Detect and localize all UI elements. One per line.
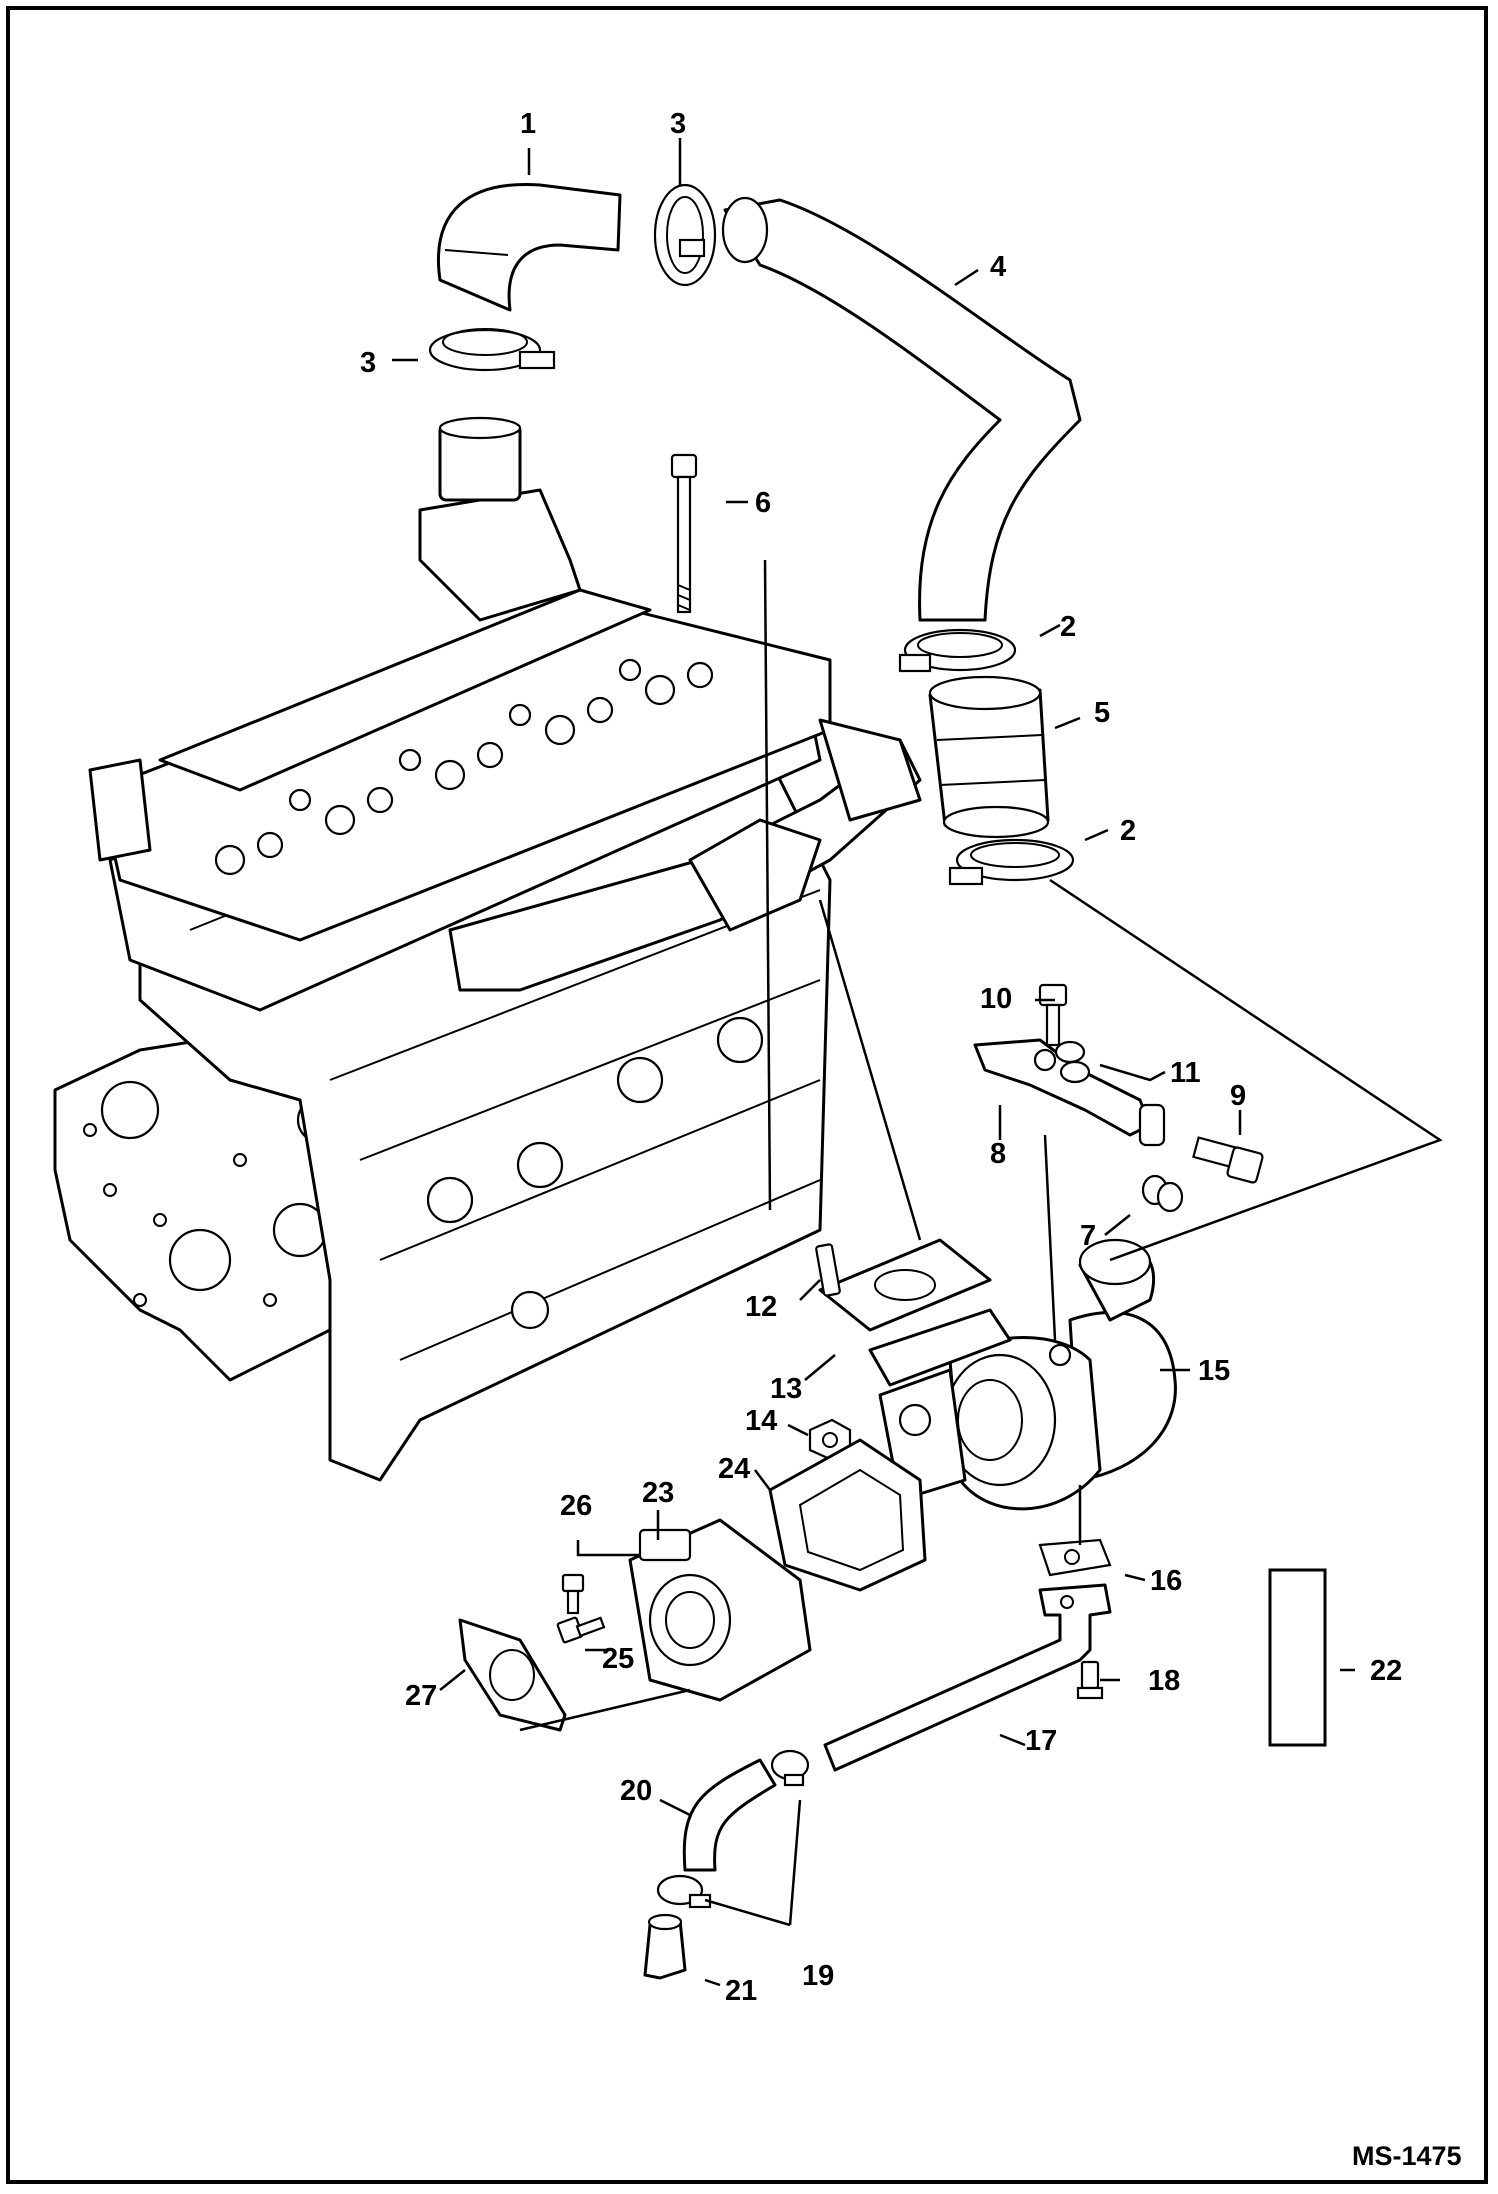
callout-8: 8 xyxy=(990,1138,1006,1170)
bolt-6-icon xyxy=(670,453,698,614)
callout-15: 15 xyxy=(1198,1355,1230,1387)
leader-lines xyxy=(392,138,1443,1987)
hose-clamp-19a-icon xyxy=(770,1749,810,1787)
callout-6: 6 xyxy=(755,487,771,519)
bolt-25-icon xyxy=(556,1616,606,1644)
gasket-24-icon xyxy=(768,1438,927,1592)
callout-18: 18 xyxy=(1148,1665,1180,1697)
hose-clamp-19b-icon xyxy=(656,1874,712,1909)
banjo-bolt-9-icon xyxy=(1192,1136,1264,1184)
callout-4: 4 xyxy=(990,251,1006,283)
oil-return-flange-16-icon xyxy=(1038,1538,1112,1577)
callout-13: 13 xyxy=(770,1373,802,1405)
stud-12-icon xyxy=(815,1243,841,1297)
callout-27: 27 xyxy=(405,1680,437,1712)
callout-11: 11 xyxy=(1170,1057,1201,1089)
oil-return-pipe-17-icon xyxy=(823,1583,1112,1772)
gasket-13-icon xyxy=(818,1238,1012,1387)
hose-clamp-2a-icon xyxy=(898,628,1017,673)
callout-23: 23 xyxy=(642,1477,674,1509)
callout-20: 20 xyxy=(620,1775,652,1807)
oil-feed-pipe-icon xyxy=(973,1038,1166,1147)
callout-1: 1 xyxy=(520,108,536,140)
callout-14: 14 xyxy=(745,1405,777,1437)
fitting-21-icon xyxy=(643,1913,687,1980)
turbo-inlet-hose-icon xyxy=(721,196,1082,622)
callout-3b: 3 xyxy=(360,347,376,379)
exhaust-elbow-23-icon xyxy=(628,1518,812,1702)
bolt-26-icon xyxy=(561,1573,585,1615)
bolt-10-icon xyxy=(1038,983,1068,1047)
intake-elbow-hose-icon xyxy=(437,182,622,312)
callout-22: 22 xyxy=(1370,1655,1402,1687)
figure-id: MS-1475 xyxy=(1352,2141,1462,2171)
gasket-27-icon xyxy=(458,1618,567,1732)
callout-16: 16 xyxy=(1150,1565,1182,1597)
oil-return-hose-20-icon xyxy=(682,1758,777,1872)
callout-9: 9 xyxy=(1230,1080,1246,1112)
callout-2b: 2 xyxy=(1120,815,1136,847)
callout-5: 5 xyxy=(1094,697,1110,729)
callout-26: 26 xyxy=(560,1490,592,1522)
washers-7-icon xyxy=(1141,1174,1184,1213)
bolt-18-icon xyxy=(1076,1660,1104,1700)
callout-2a: 2 xyxy=(1060,611,1076,643)
callout-19: 19 xyxy=(802,1960,834,1992)
hose-clamp-lower-icon xyxy=(428,328,556,372)
callout-24: 24 xyxy=(718,1453,750,1485)
engine-block-icon xyxy=(53,416,922,1482)
callout-25: 25 xyxy=(602,1643,634,1675)
callout-17: 17 xyxy=(1025,1725,1057,1757)
kit-box-22 xyxy=(1268,1568,1327,1747)
hose-clamp-upper-icon xyxy=(653,183,717,287)
callout-10: 10 xyxy=(980,983,1012,1015)
callout-12: 12 xyxy=(745,1291,777,1323)
callout-3a: 3 xyxy=(670,108,686,140)
hose-clamp-2b-icon xyxy=(948,838,1075,886)
hose-coupler-5-icon xyxy=(928,675,1050,839)
callout-7: 7 xyxy=(1080,1220,1096,1252)
callout-21: 21 xyxy=(725,1975,757,2007)
callout-labels: 1 2 2 3 3 4 5 6 7 8 9 10 11 12 13 14 15 … xyxy=(360,108,1402,2007)
washers-11-icon xyxy=(1054,1040,1091,1084)
